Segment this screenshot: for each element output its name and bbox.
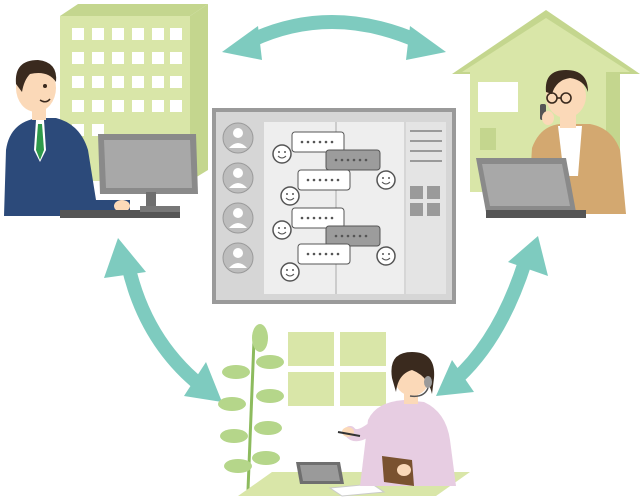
chat-bubble xyxy=(291,207,345,229)
window xyxy=(288,332,386,406)
smiley-face-icon xyxy=(280,262,300,282)
home-office-woman xyxy=(218,324,470,497)
left-arrow-bottom-head xyxy=(184,362,222,402)
plant-icon xyxy=(218,324,284,491)
house-window xyxy=(478,82,518,112)
top-arrow-right-head xyxy=(406,26,446,60)
chat-bubble xyxy=(297,169,351,191)
office-windows xyxy=(72,28,182,136)
left-bidirectional-arrow-icon xyxy=(121,263,205,391)
grid-icon xyxy=(410,186,440,216)
smiley-faces xyxy=(272,144,396,282)
avatar-column xyxy=(222,122,254,274)
arrows-group xyxy=(104,15,548,402)
tie-icon xyxy=(36,124,44,160)
smiley-face-icon xyxy=(272,144,292,164)
chat-window-icon xyxy=(212,108,456,304)
smiley-face-icon xyxy=(272,220,292,240)
chat-bubbles xyxy=(291,131,381,265)
headset-icon xyxy=(409,376,432,398)
pen-icon xyxy=(337,431,361,437)
man-on-phone-with-laptop xyxy=(476,70,626,218)
smiley-face-icon xyxy=(376,170,396,190)
smiley-face-icon xyxy=(280,186,300,206)
chat-bubble xyxy=(291,131,345,153)
chat-bubble xyxy=(297,243,351,265)
businessman-at-computer xyxy=(4,60,198,218)
left-arrow-top-head xyxy=(104,238,146,278)
top-arrow-left-head xyxy=(222,26,262,60)
right-arrow-top-head xyxy=(508,236,548,276)
smiley-face-icon xyxy=(376,246,396,266)
glasses-icon xyxy=(546,92,572,104)
right-arrow-bottom-head xyxy=(436,360,474,396)
right-bidirectional-arrow-icon xyxy=(450,259,532,386)
top-bidirectional-arrow-icon xyxy=(244,15,423,49)
